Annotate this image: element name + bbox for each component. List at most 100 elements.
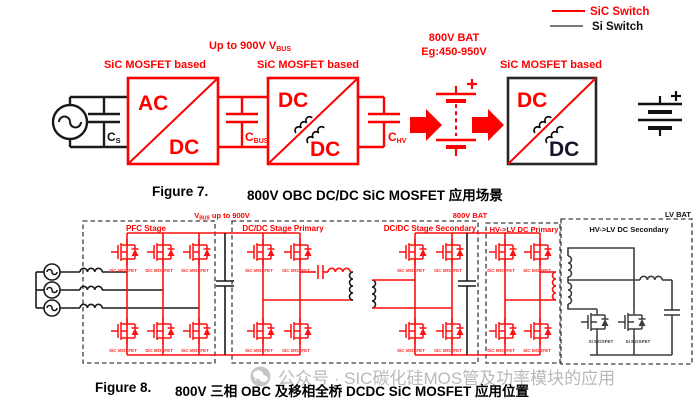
sic-mosfet-icon [435,238,465,266]
watermark: 公众号 · SIC碳化硅MOS管及功率模块的应用 [250,364,615,389]
si-mosfet-icon [580,308,610,336]
three-phase-input [35,263,199,317]
hvlv-dc-top: DC [517,89,547,112]
svg-text:SiC MOSFET: SiC MOSFET [109,348,137,353]
sic-mosfet-icon [182,317,212,345]
sic-mosfet-icon [488,238,518,266]
hvlv-secondary-label: HV->LV DC Secondary [589,225,669,234]
output-inductor-icon [639,275,664,281]
acdc-converter-block: AC DC [126,76,220,166]
chv-label: CHV [388,130,407,145]
sic-mosfet-icon [523,317,553,345]
pfc-stage-box [82,220,216,364]
hvlv-primary-link [505,271,557,301]
sic-mosfet-icon [398,238,428,266]
svg-text:Si MOSFET: Si MOSFET [626,339,651,344]
bat-annotation-line1: 800V BAT [429,32,480,44]
figure8-caption-text: 800V 三相 OBC 及移相全桥 DCDC SiC MOSFET 应用位置 [175,384,530,399]
figure8-caption-number: Figure 8. [95,380,152,395]
svg-text:SiC MOSFET: SiC MOSFET [245,348,273,353]
legend: SiC Switch Si Switch [550,6,649,33]
ac-source [51,95,128,149]
hvlv-dc-bottom: DC [549,138,579,161]
transformer1-icon [348,271,377,309]
sic-mosfet-icon [182,238,212,266]
resonant-inductor-icon [327,267,352,273]
acdc-ac-text: AC [138,92,168,115]
dcdc-dc-bottom: DC [310,138,340,161]
svg-text:SiC MOSFET: SiC MOSFET [434,268,462,273]
svg-text:SiC MOSFET: SiC MOSFET [282,268,310,273]
fig8-vbus-label: VBUS up to 900V [194,211,250,222]
svg-text:SiC MOSFET: SiC MOSFET [245,268,273,273]
svg-text:SiC MOSFET: SiC MOSFET [434,348,462,353]
hvlv-converter-block: DC DC [506,76,598,166]
sic-mosfet-icon [110,238,140,266]
sic-mosfet-icon [246,317,276,345]
svg-text:SiC MOSFET: SiC MOSFET [397,348,425,353]
bus-link [218,95,268,149]
cs-label: CS [107,130,121,145]
hvlv-primary-box [485,222,561,364]
sic-mosfet-icon [146,238,176,266]
vbus-capacitor [216,233,234,355]
figure7-diagram: SiC Switch Si Switch Up to 900V VBUS SiC… [51,6,682,166]
figure8-schematic: VBUS up to 900V PFC Stage DC/DC Stage Pr… [35,210,693,365]
pfc-stage-label: PFC Stage [126,224,167,233]
svg-text:SiC MOSFET: SiC MOSFET [523,268,551,273]
ac-source-icon [43,263,61,281]
cbus-label: CBUS [245,130,269,145]
sic-mosfet-icon [398,317,428,345]
vbus-annotation: Up to 900V VBUS [209,40,291,53]
svg-text:SiC MOSFET: SiC MOSFET [181,268,209,273]
transformer2-primary-icon [551,271,557,301]
chv-capacitor [358,95,400,149]
acdc-dc-text: DC [169,136,199,159]
figure7-caption-text: 800V OBC DC/DC SiC MOSFET 应用场景 [247,188,503,203]
sic-mosfet-icon [523,238,553,266]
lv-battery-icon [638,91,682,136]
legend-sic-label: SiC Switch [590,6,649,18]
dcdc-secondary-label: DC/DC Stage Secondary [384,224,477,233]
sic-mosfet-icon [110,317,140,345]
figure8-caption: Figure 8. 800V 三相 OBC 及移相全桥 DCDC SiC MOS… [0,380,699,400]
bat-annotation-line2: Eg:450-950V [421,46,487,58]
bat800-label: 800V BAT [453,211,488,220]
hv-battery-icon [436,79,477,156]
sic-based-label-2: SiC MOSFET based [257,59,359,71]
sic-mosfet-icon [146,317,176,345]
cs-capacitor [88,97,120,147]
dcdc-stage-box [231,220,479,364]
svg-text:SiC MOSFET: SiC MOSFET [487,268,515,273]
svg-text:SiC MOSFET: SiC MOSFET [109,268,137,273]
svg-text:SiC MOSFET: SiC MOSFET [145,268,173,273]
legend-si-label: Si Switch [592,21,643,33]
transformer2-secondary-icon [567,255,573,278]
svg-text:SiC MOSFET: SiC MOSFET [181,348,209,353]
hvlv-primary-label: HV->LV DC Primary [490,225,560,234]
lvbat-label: LV BAT [665,210,691,219]
ac-source-icon [43,281,61,299]
sic-mosfet-icon [435,317,465,345]
sic-mosfet-icon [283,238,313,266]
sic-based-label-1: SiC MOSFET based [104,59,206,71]
watermark-text: 公众号 · SIC碳化硅MOS管及功率模块的应用 [278,369,616,388]
svg-text:SiC MOSFET: SiC MOSFET [397,268,425,273]
svg-text:SiC MOSFET: SiC MOSFET [145,348,173,353]
bat800-capacitor [458,233,476,355]
svg-text:SiC MOSFET: SiC MOSFET [282,348,310,353]
sic-mosfet-icon [283,317,313,345]
flow-arrow-2 [472,109,504,141]
pfc-bridge [126,232,301,356]
figure7-caption: Figure 7. 800V OBC DC/DC SiC MOSFET 应用场景 [0,184,699,204]
hvlv-secondary-box [560,218,693,365]
svg-text:SiC MOSFET: SiC MOSFET [487,348,515,353]
flow-arrow-1 [410,109,442,141]
dcdc-dc-top: DC [278,89,308,112]
dcdc-converter-block: DC DC [266,76,360,166]
sic-based-label-3: SiC MOSFET based [500,59,602,71]
svg-text:SiC MOSFET: SiC MOSFET [523,348,551,353]
hvlv-secondary-circuit [567,247,680,356]
svg-text:Si MOSFET: Si MOSFET [589,339,614,344]
